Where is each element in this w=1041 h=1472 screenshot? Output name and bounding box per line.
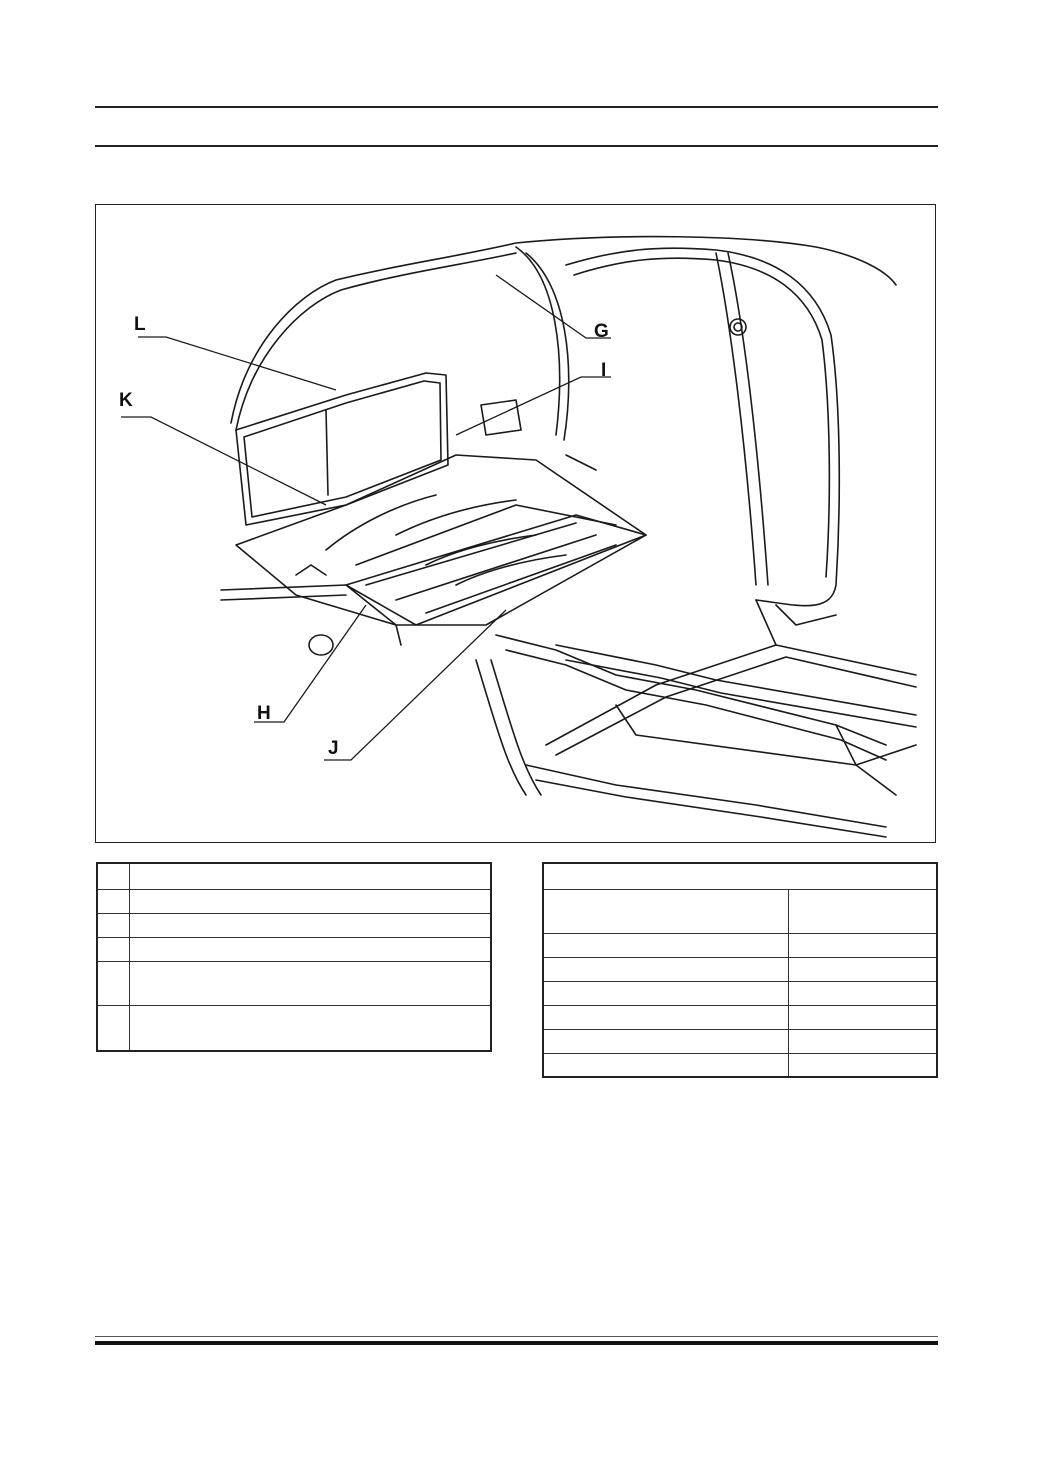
legend-text: [129, 936, 492, 962]
table-row: [542, 956, 938, 982]
legend-text: [129, 960, 492, 1006]
table-row: [542, 980, 938, 1006]
body-structure-figure: G I L K H J: [95, 204, 936, 843]
legend-key: [96, 1004, 130, 1052]
body-shell-illustration: [121, 235, 917, 838]
spec-cell-b: [788, 932, 938, 958]
spec-cell-a: [542, 956, 789, 982]
callout-L: L: [134, 314, 146, 335]
spec-cell-b: [788, 1004, 938, 1030]
legend-text: [129, 912, 492, 938]
callout-H: H: [257, 703, 271, 724]
spec-cell-a: [542, 932, 789, 958]
legend-text: [129, 862, 492, 890]
spec-cell-b: [788, 980, 938, 1006]
callout-G: G: [594, 321, 609, 342]
table-row: [96, 1004, 492, 1052]
table-row: [96, 862, 492, 890]
table-row: [542, 1052, 938, 1078]
table-row: [542, 1004, 938, 1030]
spec-cell-b: [788, 1052, 938, 1078]
table-row: [96, 960, 492, 1006]
spec-cell-a: [542, 980, 789, 1006]
spec-cell-a: [542, 1052, 789, 1078]
spec-cell-a: [542, 1028, 789, 1054]
legend-key: [96, 888, 130, 914]
callout-J: J: [328, 738, 339, 759]
header-rule-bottom: [95, 145, 938, 147]
spec-cell-a: [542, 1004, 789, 1030]
spec-header-b: [788, 888, 938, 934]
legend-text: [129, 1004, 492, 1052]
callout-I: I: [601, 360, 607, 381]
spec-table-title: [542, 862, 938, 890]
table-row: [96, 888, 492, 914]
table-row: [542, 1028, 938, 1054]
legend-table: [96, 862, 492, 1052]
header-rule-top: [95, 106, 938, 108]
legend-text: [129, 888, 492, 914]
footer-rule-thick: [95, 1341, 938, 1345]
spec-cell-b: [788, 1028, 938, 1054]
spec-table: [542, 862, 938, 1078]
legend-key: [96, 912, 130, 938]
spec-header-a: [542, 888, 789, 934]
spec-cell-b: [788, 956, 938, 982]
table-row: [96, 936, 492, 962]
legend-key: [96, 960, 130, 1006]
table-title-row: [542, 862, 938, 890]
table-row: [542, 932, 938, 958]
table-header-row: [542, 888, 938, 934]
legend-key: [96, 936, 130, 962]
callout-K: K: [119, 390, 133, 411]
footer-rule-thin: [95, 1336, 938, 1337]
table-row: [96, 912, 492, 938]
legend-key: [96, 862, 130, 890]
